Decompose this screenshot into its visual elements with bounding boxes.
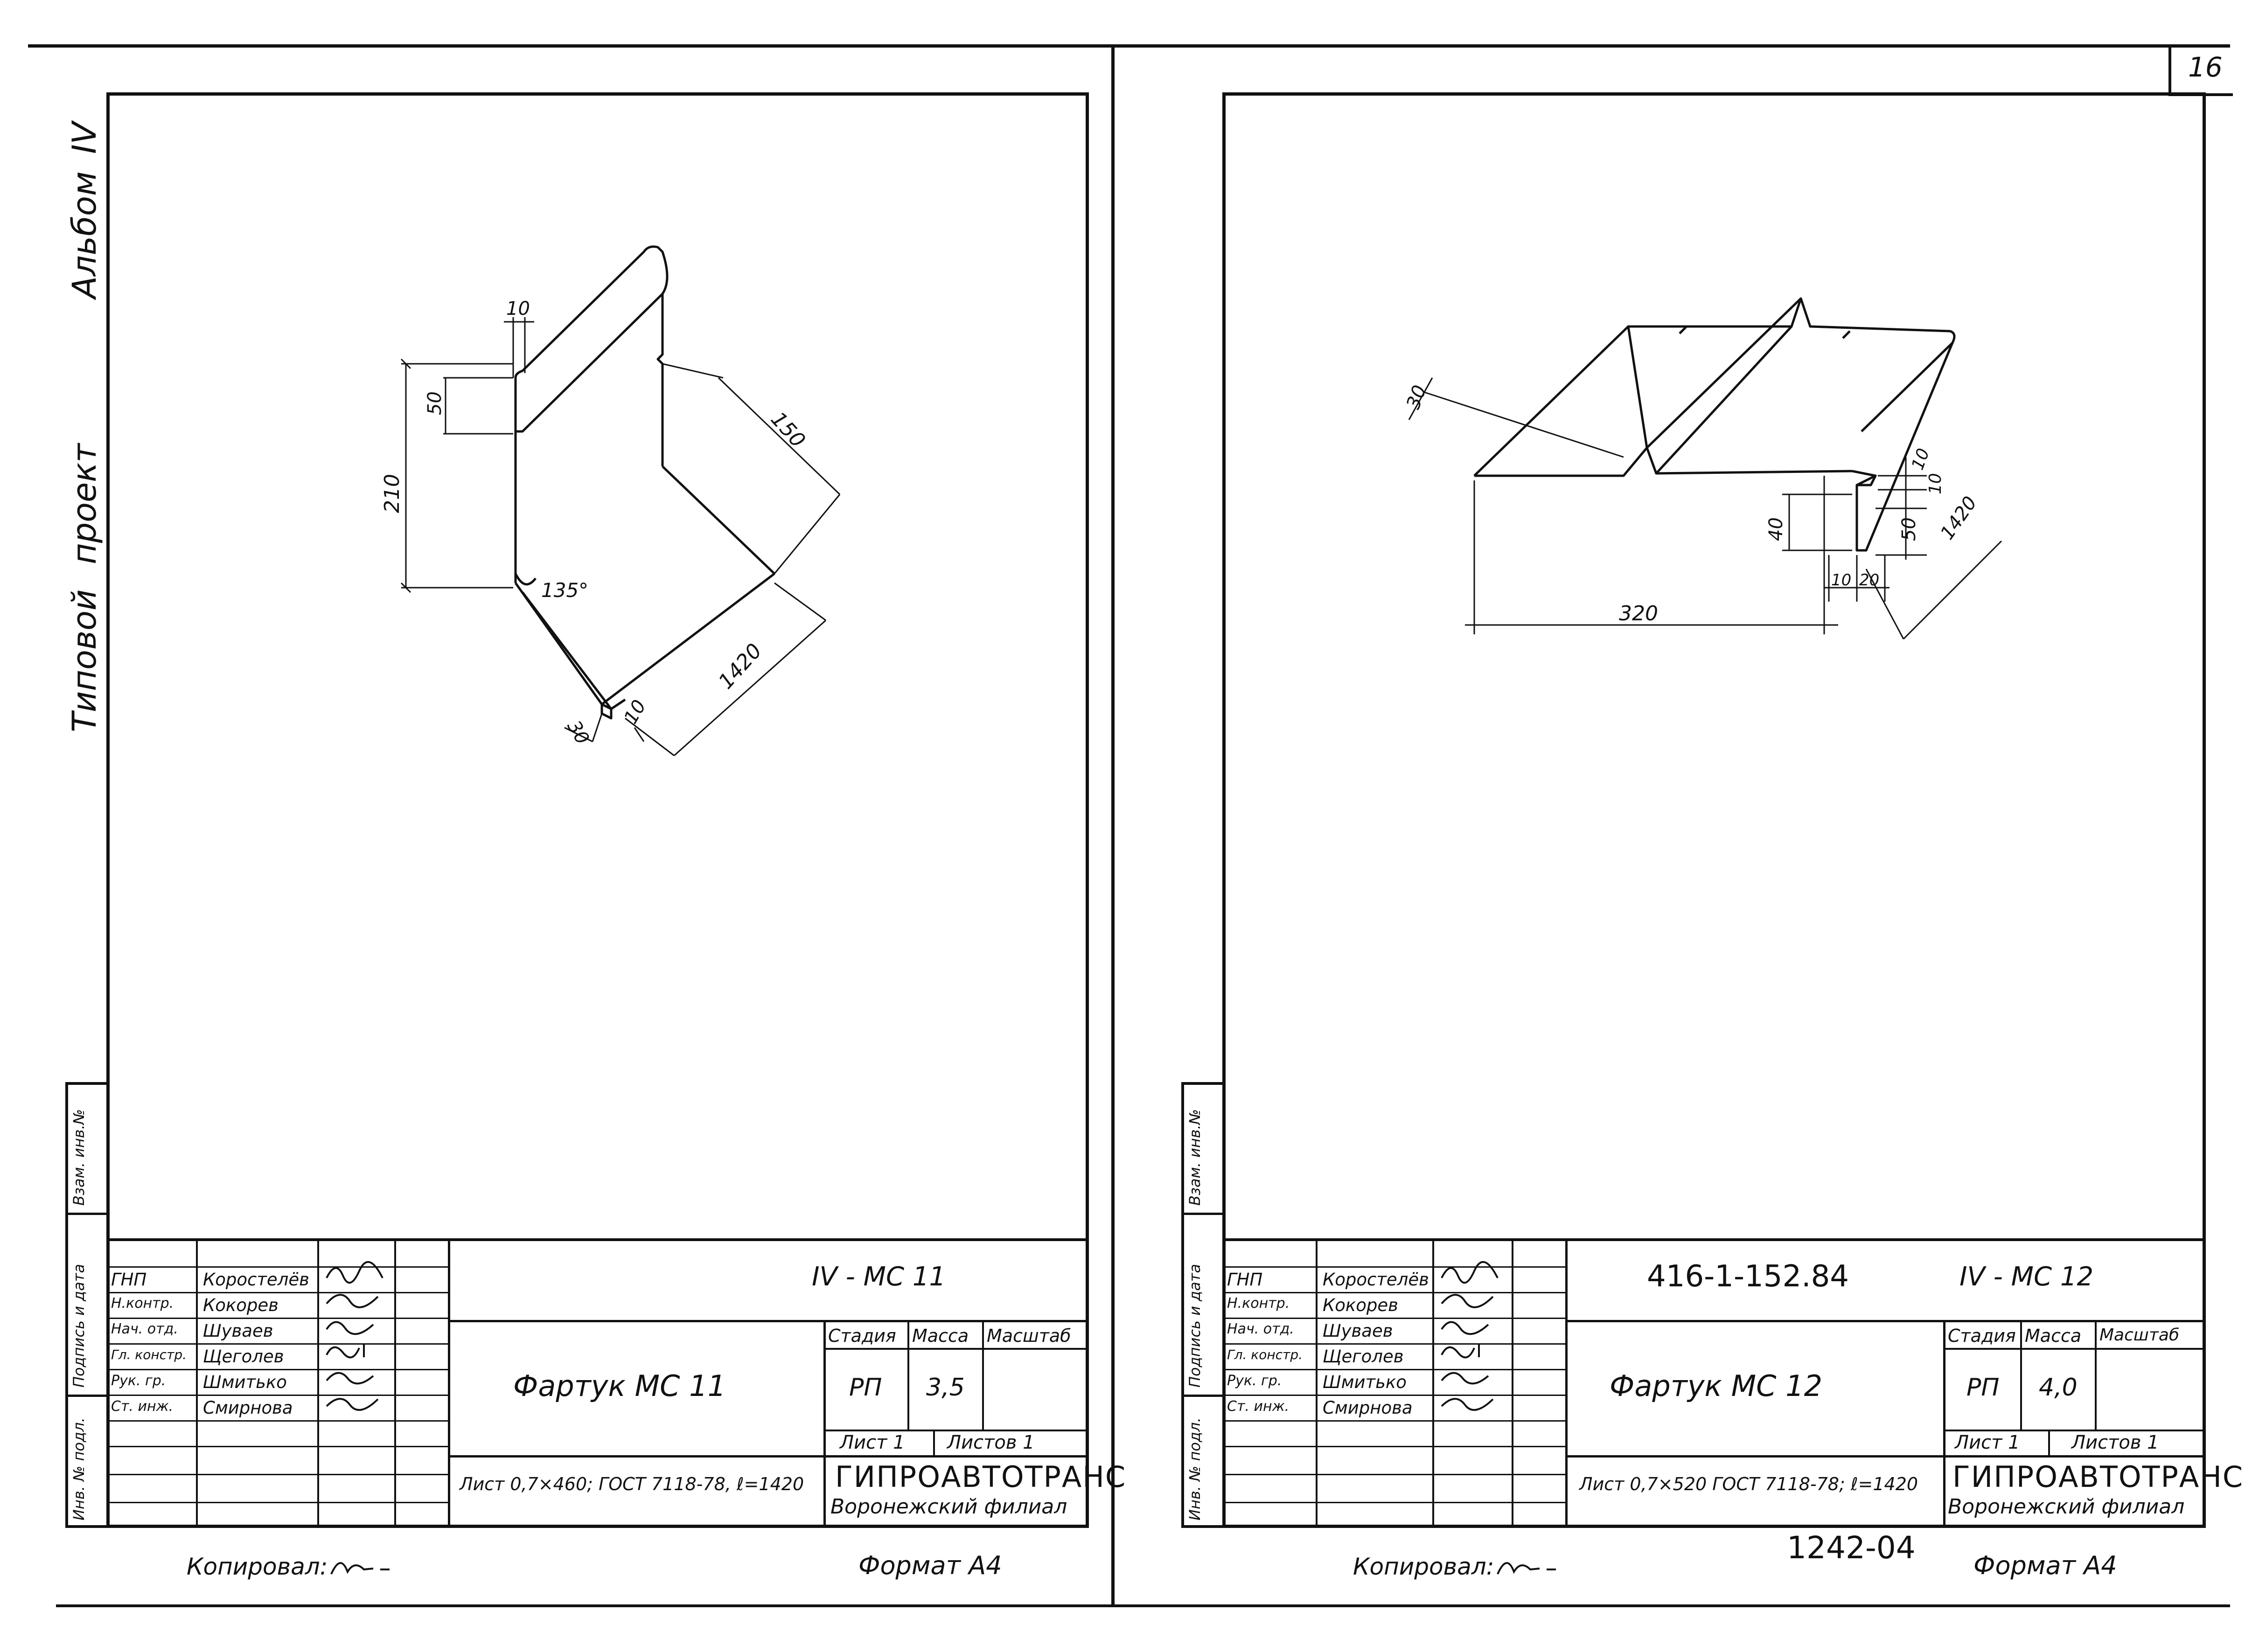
left-side-stamp [65,1082,106,1528]
left-staff-name-5: Смирнова [203,1398,293,1418]
right-sheet-frame [1222,92,2206,1528]
right-part-drawing: 30 10 10 40 50 1420 10 20 320 [1402,297,2002,640]
right-staff-role-4: Рук. гр. [1227,1373,1282,1389]
left-copied-signature [330,1562,390,1575]
left-drawing-code: IV - МС 11 [812,1262,946,1292]
right-stamp-sign: Подпись и дата [1186,1263,1204,1388]
right-dim-320: 320 [1619,602,1658,625]
right-mass-header: Масса [2025,1326,2082,1346]
left-dim-1420: 1420 [714,639,767,694]
left-dim-210: 210 [380,474,404,513]
right-dim-50: 50 [1898,517,1920,541]
right-dim-10c: 10 [1831,571,1851,590]
left-staff-name-1: Кокорев [203,1295,279,1315]
right-staff-name-2: Шуваев [1323,1321,1393,1341]
right-staff-role-3: Гл. констр. [1227,1347,1303,1362]
left-staff-role-1: Н.контр. [111,1295,174,1312]
left-scale-header: Масштаб [987,1326,1071,1346]
left-copied-label: Копировал: [187,1553,328,1580]
left-title-block [106,1238,1089,1531]
left-staff-role-5: Ст. инж. [111,1398,174,1415]
right-staff-role-2: Нач. отд. [1227,1321,1294,1337]
left-staff-role-4: Рук. гр. [111,1373,166,1389]
right-org-name: ГИПРОАВТОТРАНС [1952,1460,2244,1494]
left-sheet-frame [106,92,1089,1528]
right-staff-name-1: Кокорев [1323,1295,1398,1315]
right-staff-role-1: Н.контр. [1227,1295,1290,1312]
right-drawing-code: IV - МС 12 [1959,1262,2094,1292]
left-sheets-label: Листов 1 [947,1432,1035,1453]
left-staff-role-2: Нач. отд. [111,1321,178,1337]
right-staff-name-0: Коростелёв [1323,1270,1429,1290]
album-label-word3: Альбом [65,171,104,298]
left-staff-role-3: Гл. констр. [111,1347,187,1362]
album-label-word2: проект [65,443,104,564]
left-staff-name-3: Щеголев [203,1347,284,1367]
left-staff-name-0: Коростелёв [203,1270,309,1290]
left-stage-value: РП [849,1374,882,1402]
right-stage-value: РП [1966,1374,2000,1402]
left-dim-30: 30 [563,717,593,748]
right-staff-name-4: Шмитько [1323,1372,1407,1392]
album-label-roman: IV [65,122,104,154]
right-part-title: Фартук МС 12 [1610,1369,1823,1403]
right-dim-10a: 10 [1908,446,1933,472]
left-staff-role-0: ГНП [111,1270,147,1290]
right-dim-40: 40 [1765,517,1787,541]
right-staff-role-0: ГНП [1227,1270,1263,1290]
right-staff-name-5: Смирнова [1323,1398,1413,1418]
left-format-label: Формат А4 [858,1551,1002,1580]
left-org-name: ГИПРОАВТОТРАНС [835,1460,1127,1494]
right-sheet-label: Лист 1 [1955,1432,2020,1453]
right-format-label: Формат А4 [1973,1551,2117,1580]
right-project-code: 416-1-152.84 [1647,1259,1849,1294]
album-label-word1: Типовой [65,589,104,732]
right-dim-10b: 10 [1926,473,1945,494]
left-material-spec: Лист 0,7×460; ГОСТ 7118-78, ℓ=1420 [460,1474,804,1494]
right-side-stamp [1181,1082,1222,1528]
bottom-border-line [56,1604,2230,1607]
left-signatures [326,1261,383,1411]
left-dim-10a: 10 [506,298,530,319]
left-org-branch: Воронежский филиал [830,1495,1067,1519]
right-copied-label: Копировал: [1353,1553,1494,1580]
left-stamp-inv: Инв. № подл. [70,1417,88,1520]
center-divider [1111,44,1115,1607]
right-archive-number: 1242-04 [1787,1530,1916,1566]
right-mass-value: 4,0 [2039,1374,2078,1402]
right-scale-header: Масштаб [2099,1326,2180,1345]
right-title-block [1222,1238,2206,1531]
right-staff-name-3: Щеголев [1323,1347,1404,1367]
left-dim-135: 135° [541,579,588,602]
right-material-spec: Лист 0,7×520 ГОСТ 7118-78; ℓ=1420 [1579,1474,1918,1494]
right-copied-signature [1497,1562,1556,1575]
left-mass-header: Масса [912,1326,969,1346]
right-stamp-vzam: Взам. инв.№ [1186,1109,1204,1206]
left-dim-50: 50 [424,391,446,415]
right-signatures [1441,1261,1499,1411]
left-sheet-label: Лист 1 [840,1432,905,1453]
left-stage-header: Стадия [828,1326,896,1346]
right-org-branch: Воронежский филиал [1948,1495,2185,1519]
left-part-title: Фартук МС 11 [513,1369,726,1403]
left-stamp-vzam: Взам. инв.№ [70,1109,88,1206]
right-dim-1420: 1420 [1937,493,1981,544]
left-part-drawing: 10 50 210 150 135° 30 10 1420 [380,245,841,757]
left-stamp-sign: Подпись и дата [70,1263,88,1388]
right-dim-20: 20 [1859,571,1879,590]
right-sheets-label: Листов 1 [2071,1432,2159,1453]
left-staff-name-4: Шмитько [203,1372,287,1392]
right-stage-header: Стадия [1948,1326,2016,1346]
left-mass-value: 3,5 [926,1374,965,1402]
top-border-line [28,44,2230,48]
right-stamp-inv: Инв. № подл. [1186,1417,1204,1520]
left-staff-name-2: Шуваев [203,1321,273,1341]
right-staff-role-5: Ст. инж. [1227,1398,1290,1415]
page-number: 16 [2188,51,2223,83]
left-dim-150: 150 [766,407,810,452]
